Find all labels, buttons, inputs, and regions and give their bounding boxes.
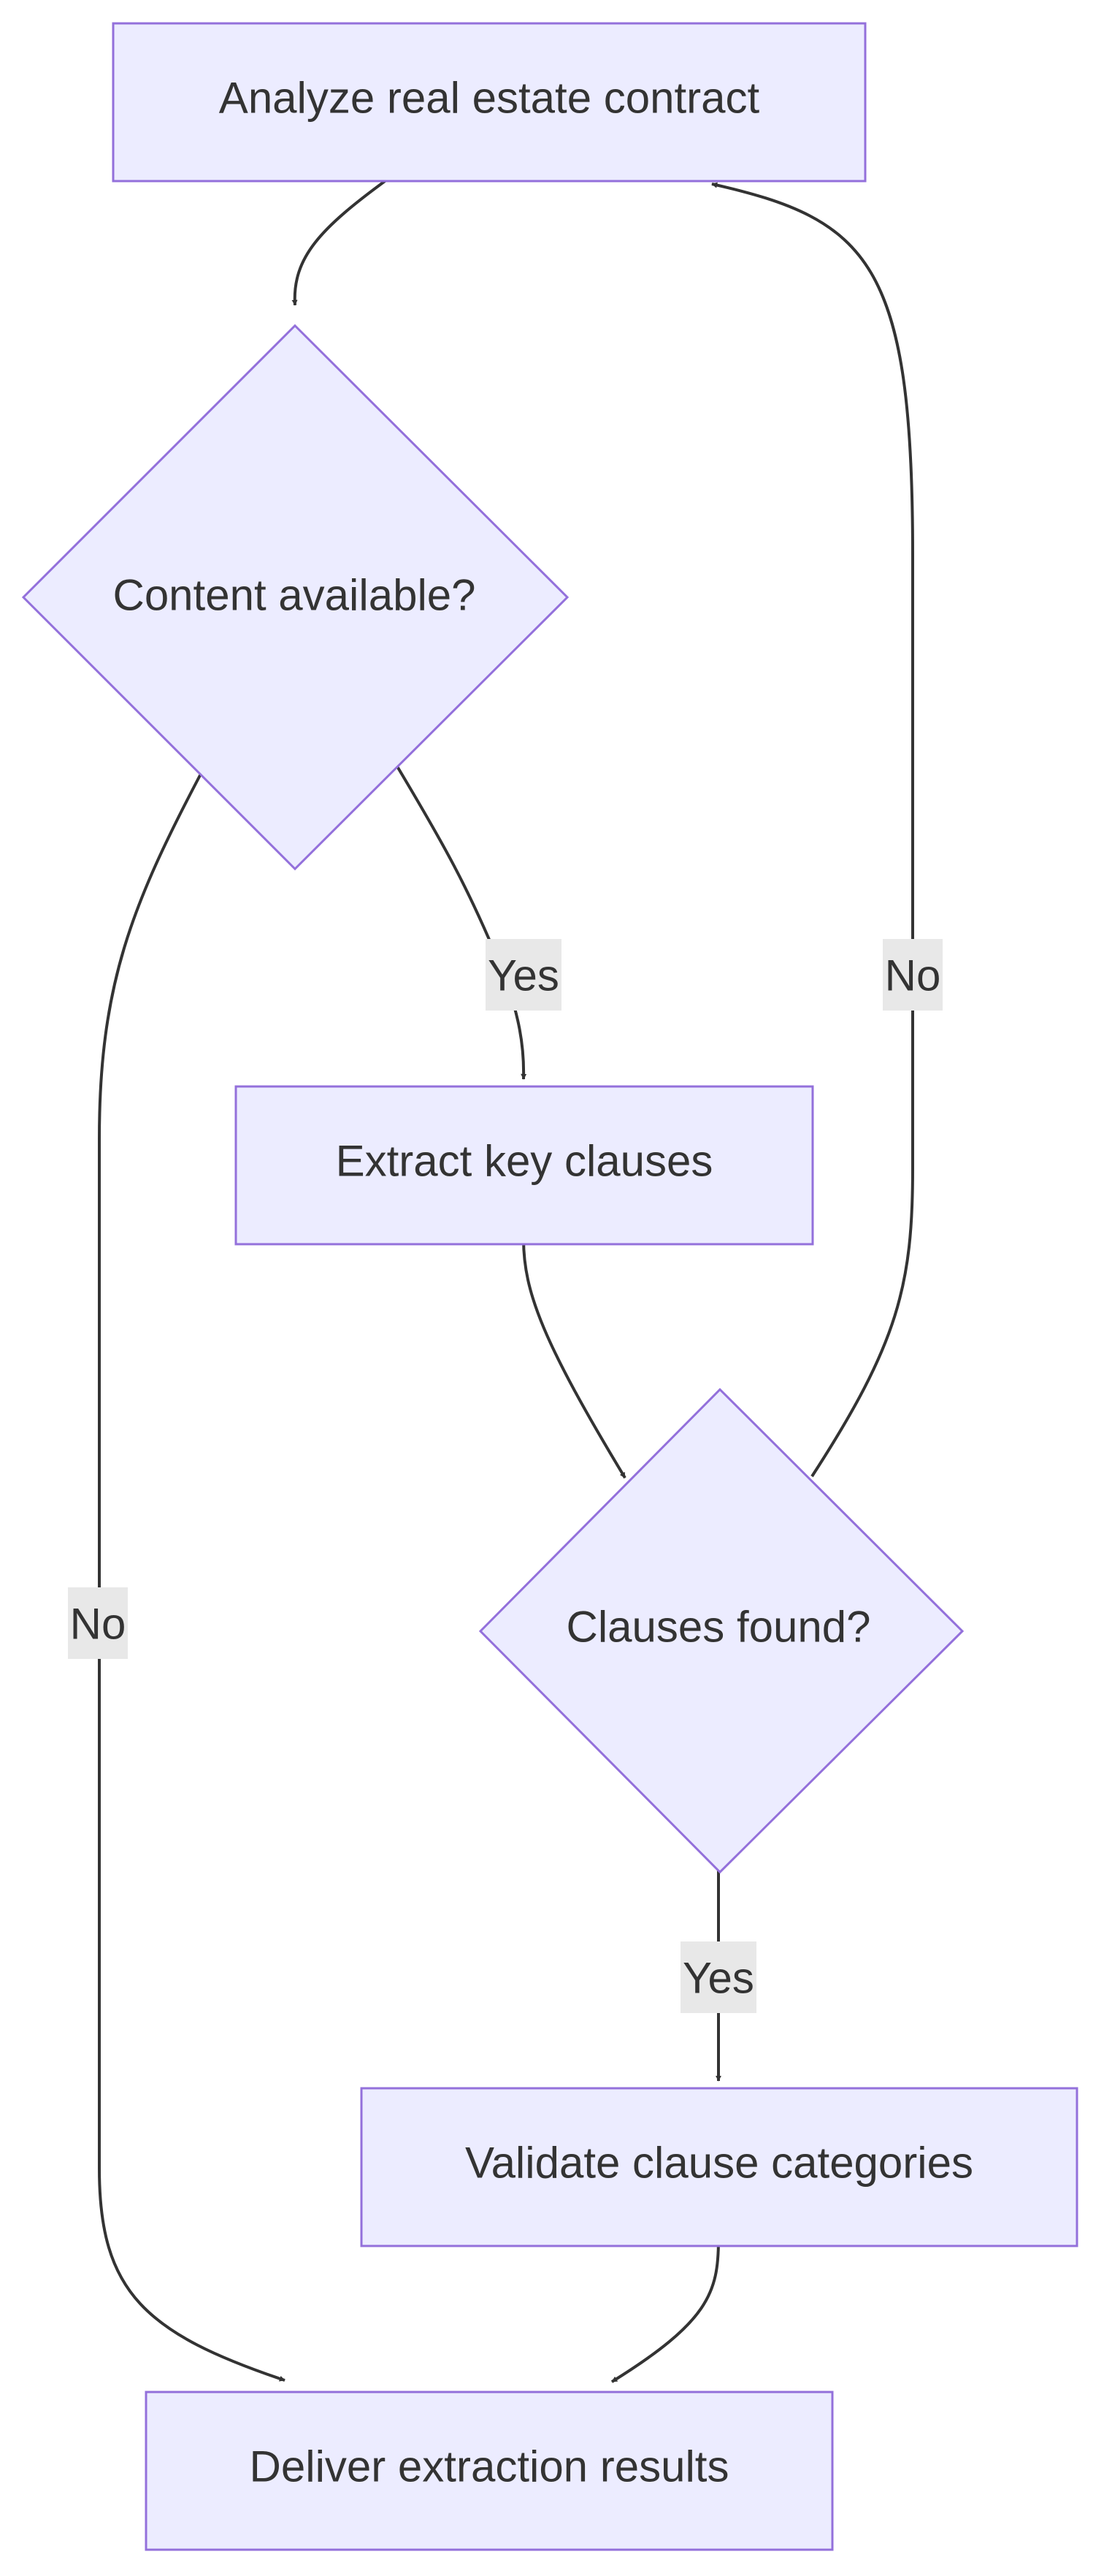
node-label: Deliver extraction results	[250, 2442, 729, 2491]
edge-label-text: Yes	[683, 1954, 754, 2003]
node-label: Content available?	[112, 571, 475, 620]
edge-label-text: No	[885, 951, 941, 1000]
node-clauses-found-decision: Clauses found?	[478, 1387, 965, 1874]
edge-label-text: No	[70, 1600, 126, 1649]
edge-label-no-content: No	[68, 1587, 128, 1659]
node-content-available-decision: Content available?	[21, 323, 570, 871]
node-label: Clauses found?	[567, 1603, 871, 1652]
node-label: Analyze real estate contract	[219, 74, 760, 123]
edge-validate-to-deliver	[610, 2239, 720, 2383]
edge-label-yes-content: Yes	[486, 939, 561, 1011]
edge-label-text: Yes	[488, 951, 559, 1000]
edge-content-available-yes-to-extract	[395, 764, 527, 1080]
edge-label-yes-clauses: Yes	[681, 1941, 756, 2013]
node-label: Validate clause categories	[465, 2139, 973, 2188]
edge-label-no-clauses: No	[883, 939, 943, 1011]
node-deliver-extraction-results: Deliver extraction results	[145, 2391, 834, 2551]
edge-analyze-to-content-available	[291, 178, 388, 306]
node-analyze-real-estate-contract: Analyze real estate contract	[112, 22, 867, 183]
edge-content-available-no-to-deliver	[98, 772, 285, 2382]
node-extract-key-clauses: Extract key clauses	[234, 1085, 814, 1246]
edge-extract-to-clauses-found	[522, 1238, 626, 1479]
node-validate-clause-categories: Validate clause categories	[360, 2087, 1078, 2247]
edge-clauses-found-no-to-analyze	[711, 182, 914, 1478]
node-label: Extract key clauses	[336, 1137, 713, 1186]
